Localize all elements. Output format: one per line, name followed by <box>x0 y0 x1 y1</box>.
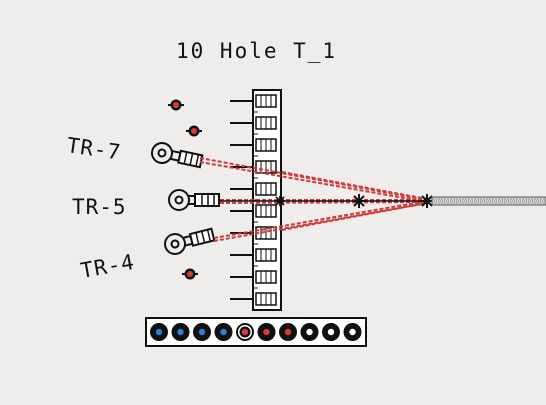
pin-icon <box>322 323 340 341</box>
ring-terminal-tr4-icon <box>164 227 216 255</box>
connector-pins <box>150 323 362 341</box>
terminal-slot-icon <box>230 116 277 135</box>
pin-icon <box>214 323 233 341</box>
terminal-slot-icon <box>230 204 277 223</box>
pin-icon <box>343 323 362 341</box>
label-tr4: TR-4 <box>79 250 137 283</box>
terminal-slot-icon <box>230 182 277 201</box>
terminal-block <box>230 89 282 311</box>
terminal-slot-icon <box>230 138 277 157</box>
terminal-slot-icon <box>230 248 277 267</box>
label-tr7: TR-7 <box>65 133 122 164</box>
marker-group <box>168 99 202 280</box>
pin-icon <box>279 323 297 341</box>
pin-icon <box>171 323 190 341</box>
marker-dot-icon <box>168 99 184 111</box>
label-tr5: TR-5 <box>72 195 127 219</box>
pin-icon <box>257 323 276 341</box>
ring-terminal-tr7-icon <box>151 142 204 169</box>
splice-icon <box>352 194 366 208</box>
wire-group <box>199 157 428 242</box>
diagram-title: 10 Hole T_1 <box>176 39 337 63</box>
cable-icon <box>431 196 546 206</box>
pin-icon <box>300 323 319 341</box>
pin-icon <box>236 323 254 341</box>
wire-block-1 <box>281 171 428 200</box>
ring-terminal-tr5-icon <box>168 189 220 211</box>
terminal-slot-icon <box>230 292 277 311</box>
terminal-slot-icon <box>230 94 277 113</box>
pin-icon <box>193 323 211 341</box>
splice-icon <box>420 194 434 208</box>
wire-tr7 <box>199 157 428 201</box>
pin-icon <box>150 323 168 341</box>
terminal-slot-icon <box>230 270 277 289</box>
wire-block-2 <box>281 202 428 231</box>
wire-tr7-b <box>199 161 428 203</box>
wire-tr4 <box>213 200 428 239</box>
wire-tr5-b <box>219 201 428 204</box>
splice-icon <box>275 196 285 206</box>
marker-dot-icon <box>182 268 198 280</box>
marker-dot-icon <box>186 125 202 137</box>
